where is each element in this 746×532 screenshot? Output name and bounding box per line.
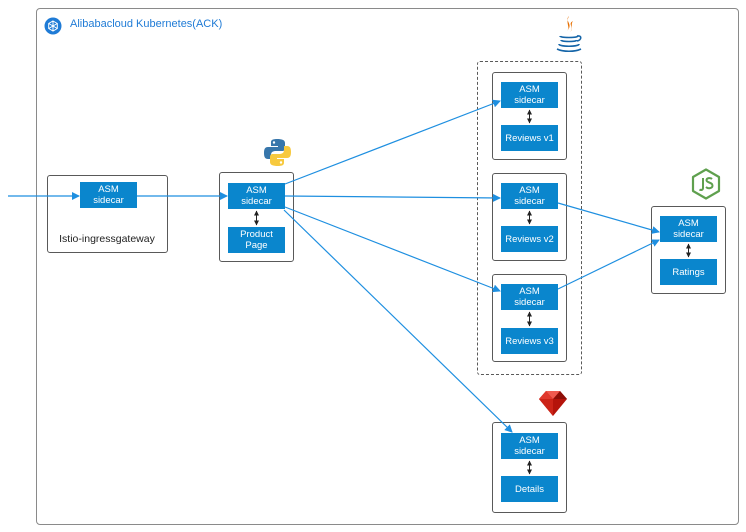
kubernetes-cluster-icon [44, 17, 62, 35]
sidecar-label-line2: sidecar [514, 196, 545, 207]
productpage-app: Product Page [228, 227, 285, 253]
cluster-boundary [36, 8, 739, 525]
ratings-app: Ratings [660, 259, 717, 285]
ingressgateway-label: Istio-ingressgateway [59, 233, 155, 245]
productpage-label-line1: Product [240, 229, 273, 240]
reviews-v3-sidecar: ASM sidecar [501, 284, 558, 310]
sidecar-label-line1: ASM [519, 286, 540, 297]
reviews-v1-app: Reviews v1 [501, 125, 558, 151]
cluster-title: Alibabacloud Kubernetes(ACK) [70, 18, 223, 30]
reviews-v3-app: Reviews v3 [501, 328, 558, 354]
details-label: Details [514, 483, 545, 495]
link-reviews-v3-ratings [557, 239, 660, 290]
ratings-sidecar: ASM sidecar [660, 216, 717, 242]
sidecar-label-line1: ASM [519, 435, 540, 446]
sidecar-label-line1: ASM [678, 218, 699, 229]
sidecar-label-line2: sidecar [514, 297, 545, 308]
sidecar-label-line2: sidecar [93, 195, 124, 206]
details-sidecar: ASM sidecar [501, 433, 558, 459]
sidecar-label-line2: sidecar [514, 95, 545, 106]
link-reviews-v2-ratings [557, 202, 660, 234]
sidecar-label-line2: sidecar [514, 446, 545, 457]
link-productpage-reviews-v3 [284, 206, 501, 293]
reviews-v1-sidecar: ASM sidecar [501, 82, 558, 108]
ruby-icon [539, 391, 567, 416]
link-productpage-details [283, 209, 513, 433]
sidecar-label-line2: sidecar [241, 196, 272, 207]
java-icon [556, 16, 582, 53]
productpage-label-line2: Page [245, 240, 268, 251]
sidecar-label-line1: ASM [519, 185, 540, 196]
python-icon [264, 139, 291, 166]
ingress-sidecar: ASM sidecar [80, 182, 137, 208]
ratings-label: Ratings [672, 266, 705, 278]
link-productpage-reviews-v1 [284, 99, 501, 185]
reviews-v2-label: Reviews v2 [505, 233, 554, 245]
sidecar-label-line1: ASM [246, 185, 267, 196]
details-app: Details [501, 476, 558, 502]
productpage-sidecar: ASM sidecar [228, 183, 285, 209]
link-productpage-reviews-v2 [284, 193, 501, 202]
sidecar-label-line2: sidecar [673, 229, 704, 240]
nodejs-icon [691, 168, 721, 200]
reviews-v2-sidecar: ASM sidecar [501, 183, 558, 209]
reviews-group [477, 61, 582, 375]
sidecar-label-line1: ASM [519, 84, 540, 95]
sidecar-label-line1: ASM [98, 184, 119, 195]
reviews-v1-label: Reviews v1 [505, 132, 554, 144]
reviews-v3-label: Reviews v3 [505, 335, 554, 347]
reviews-v2-app: Reviews v2 [501, 226, 558, 252]
